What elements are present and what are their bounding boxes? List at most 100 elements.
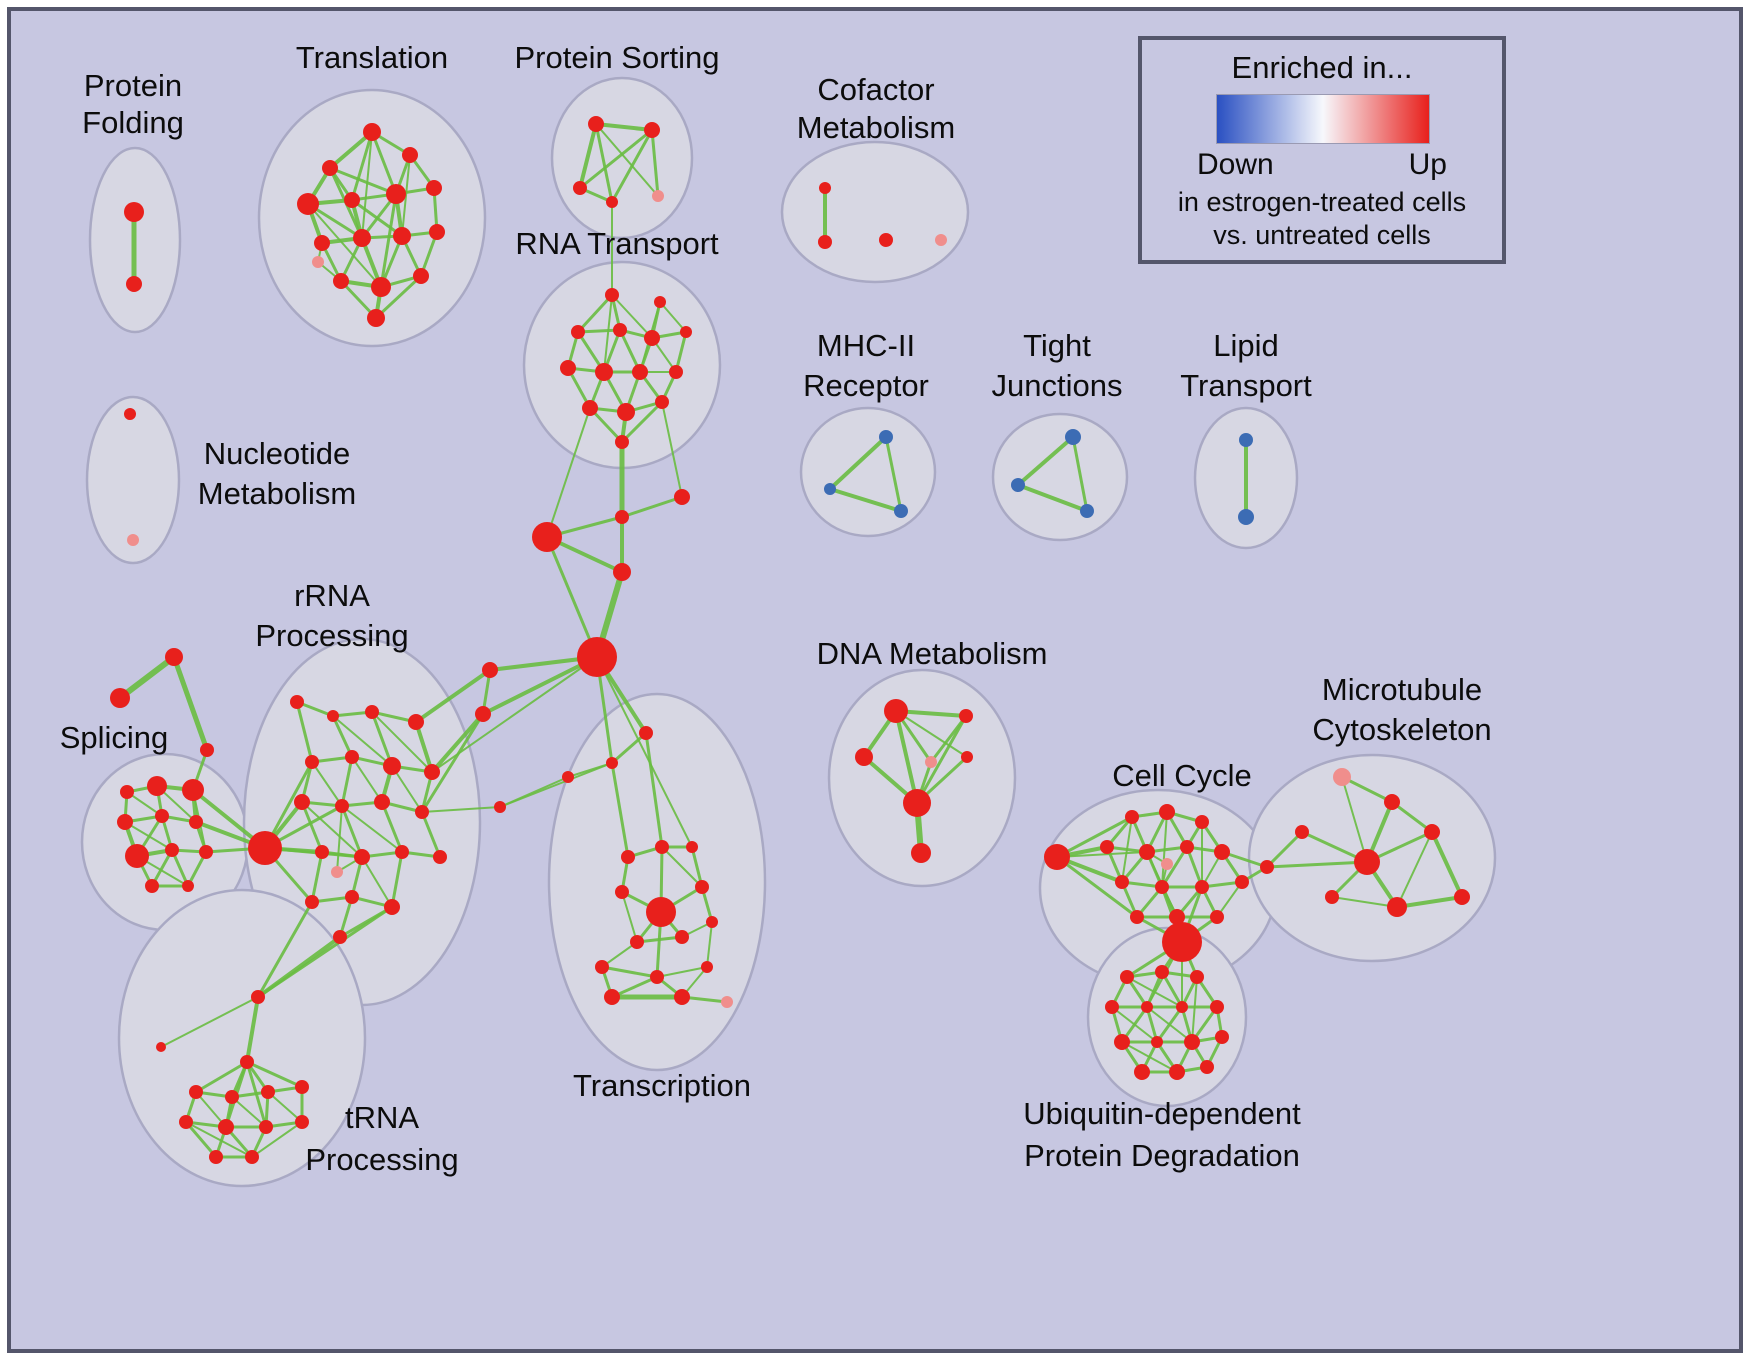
graph-node-q2[interactable] (240, 1055, 254, 1069)
graph-node-t15[interactable] (367, 309, 385, 327)
graph-node-r13[interactable] (315, 845, 329, 859)
graph-node-t1[interactable] (363, 123, 381, 141)
graph-node-rt6[interactable] (680, 326, 692, 338)
graph-node-q11[interactable] (209, 1150, 223, 1164)
graph-node-hn2[interactable] (475, 706, 491, 722)
graph-node-tj2[interactable] (1011, 478, 1025, 492)
graph-node-s3[interactable] (182, 779, 204, 801)
graph-node-x1[interactable] (621, 850, 635, 864)
graph-node-c14[interactable] (1210, 910, 1224, 924)
graph-node-q6[interactable] (295, 1080, 309, 1094)
graph-node-r17[interactable] (305, 895, 319, 909)
graph-node-ch1[interactable] (674, 489, 690, 505)
graph-node-cm4[interactable] (935, 234, 947, 246)
graph-node-r18[interactable] (345, 890, 359, 904)
graph-node-tr3[interactable] (200, 743, 214, 757)
graph-node-x4[interactable] (615, 885, 629, 899)
graph-node-q4[interactable] (225, 1090, 239, 1104)
graph-node-q5[interactable] (261, 1085, 275, 1099)
graph-node-m7[interactable] (1387, 897, 1407, 917)
graph-node-rt11[interactable] (582, 400, 598, 416)
graph-node-x7[interactable] (630, 935, 644, 949)
graph-node-br[interactable] (1260, 860, 1274, 874)
graph-node-u9[interactable] (1151, 1036, 1163, 1048)
graph-node-rt12[interactable] (617, 403, 635, 421)
graph-node-t16[interactable] (312, 256, 324, 268)
graph-node-u10[interactable] (1184, 1034, 1200, 1050)
graph-node-nm1[interactable] (124, 408, 136, 420)
graph-node-u3[interactable] (1190, 970, 1204, 984)
graph-node-r10[interactable] (335, 799, 349, 813)
graph-node-d3[interactable] (855, 748, 873, 766)
graph-node-lt2[interactable] (1238, 509, 1254, 525)
graph-node-ch3[interactable] (532, 522, 562, 552)
graph-node-ps1[interactable] (588, 116, 604, 132)
graph-node-d2[interactable] (959, 709, 973, 723)
graph-node-u6[interactable] (1176, 1001, 1188, 1013)
graph-node-c0[interactable] (1044, 844, 1070, 870)
graph-node-t5[interactable] (344, 192, 360, 208)
graph-node-r22[interactable] (494, 801, 506, 813)
graph-node-u14[interactable] (1200, 1060, 1214, 1074)
graph-node-q9[interactable] (259, 1120, 273, 1134)
graph-node-t3[interactable] (402, 147, 418, 163)
graph-node-tr2[interactable] (110, 688, 130, 708)
graph-node-hub[interactable] (577, 637, 617, 677)
graph-node-c5[interactable] (1139, 844, 1155, 860)
graph-node-x12[interactable] (701, 961, 713, 973)
graph-node-u1[interactable] (1120, 970, 1134, 984)
graph-node-rt4[interactable] (613, 323, 627, 337)
graph-node-c1[interactable] (1125, 810, 1139, 824)
graph-node-ps5[interactable] (652, 190, 664, 202)
graph-node-r20[interactable] (331, 866, 343, 878)
graph-node-rt3[interactable] (571, 325, 585, 339)
graph-node-r11[interactable] (374, 794, 390, 810)
graph-node-s10[interactable] (145, 879, 159, 893)
graph-node-txA[interactable] (639, 726, 653, 740)
graph-node-d5[interactable] (961, 751, 973, 763)
graph-node-pf1[interactable] (124, 202, 144, 222)
graph-node-cBig[interactable] (1162, 922, 1202, 962)
graph-node-ps4[interactable] (606, 196, 618, 208)
graph-node-m3[interactable] (1295, 825, 1309, 839)
graph-node-r1[interactable] (290, 695, 304, 709)
graph-node-t8[interactable] (314, 235, 330, 251)
graph-node-mh1[interactable] (879, 430, 893, 444)
graph-node-r4[interactable] (408, 714, 424, 730)
graph-node-s11[interactable] (182, 880, 194, 892)
graph-node-x2[interactable] (655, 840, 669, 854)
graph-node-mh3[interactable] (894, 504, 908, 518)
graph-node-s4[interactable] (117, 814, 133, 830)
graph-node-ps2[interactable] (644, 122, 660, 138)
graph-node-tr1[interactable] (165, 648, 183, 666)
graph-node-s9[interactable] (199, 845, 213, 859)
graph-node-m4[interactable] (1354, 849, 1380, 875)
graph-node-u4[interactable] (1105, 1000, 1119, 1014)
graph-node-t2[interactable] (322, 160, 338, 176)
graph-node-rt13[interactable] (655, 395, 669, 409)
graph-node-c12[interactable] (1130, 910, 1144, 924)
graph-node-u5[interactable] (1141, 1001, 1153, 1013)
graph-node-pf2[interactable] (126, 276, 142, 292)
graph-node-rt5[interactable] (644, 330, 660, 346)
graph-node-m5[interactable] (1424, 824, 1440, 840)
graph-node-rt10[interactable] (669, 365, 683, 379)
graph-node-x5[interactable] (646, 897, 676, 927)
graph-node-cP[interactable] (1161, 858, 1173, 870)
graph-node-t14[interactable] (413, 268, 429, 284)
graph-node-c3[interactable] (1195, 815, 1209, 829)
graph-node-c13[interactable] (1169, 909, 1185, 925)
graph-node-r7[interactable] (383, 757, 401, 775)
graph-node-d6[interactable] (903, 789, 931, 817)
graph-node-u2[interactable] (1155, 965, 1169, 979)
graph-node-m1[interactable] (1333, 768, 1351, 786)
graph-node-r21[interactable] (333, 930, 347, 944)
graph-node-d1[interactable] (884, 699, 908, 723)
graph-node-r15[interactable] (395, 845, 409, 859)
graph-node-txB[interactable] (606, 757, 618, 769)
graph-node-lt1[interactable] (1239, 433, 1253, 447)
graph-node-r19[interactable] (384, 899, 400, 915)
graph-node-x3[interactable] (686, 841, 698, 853)
graph-node-t11[interactable] (429, 224, 445, 240)
graph-node-c4[interactable] (1100, 840, 1114, 854)
